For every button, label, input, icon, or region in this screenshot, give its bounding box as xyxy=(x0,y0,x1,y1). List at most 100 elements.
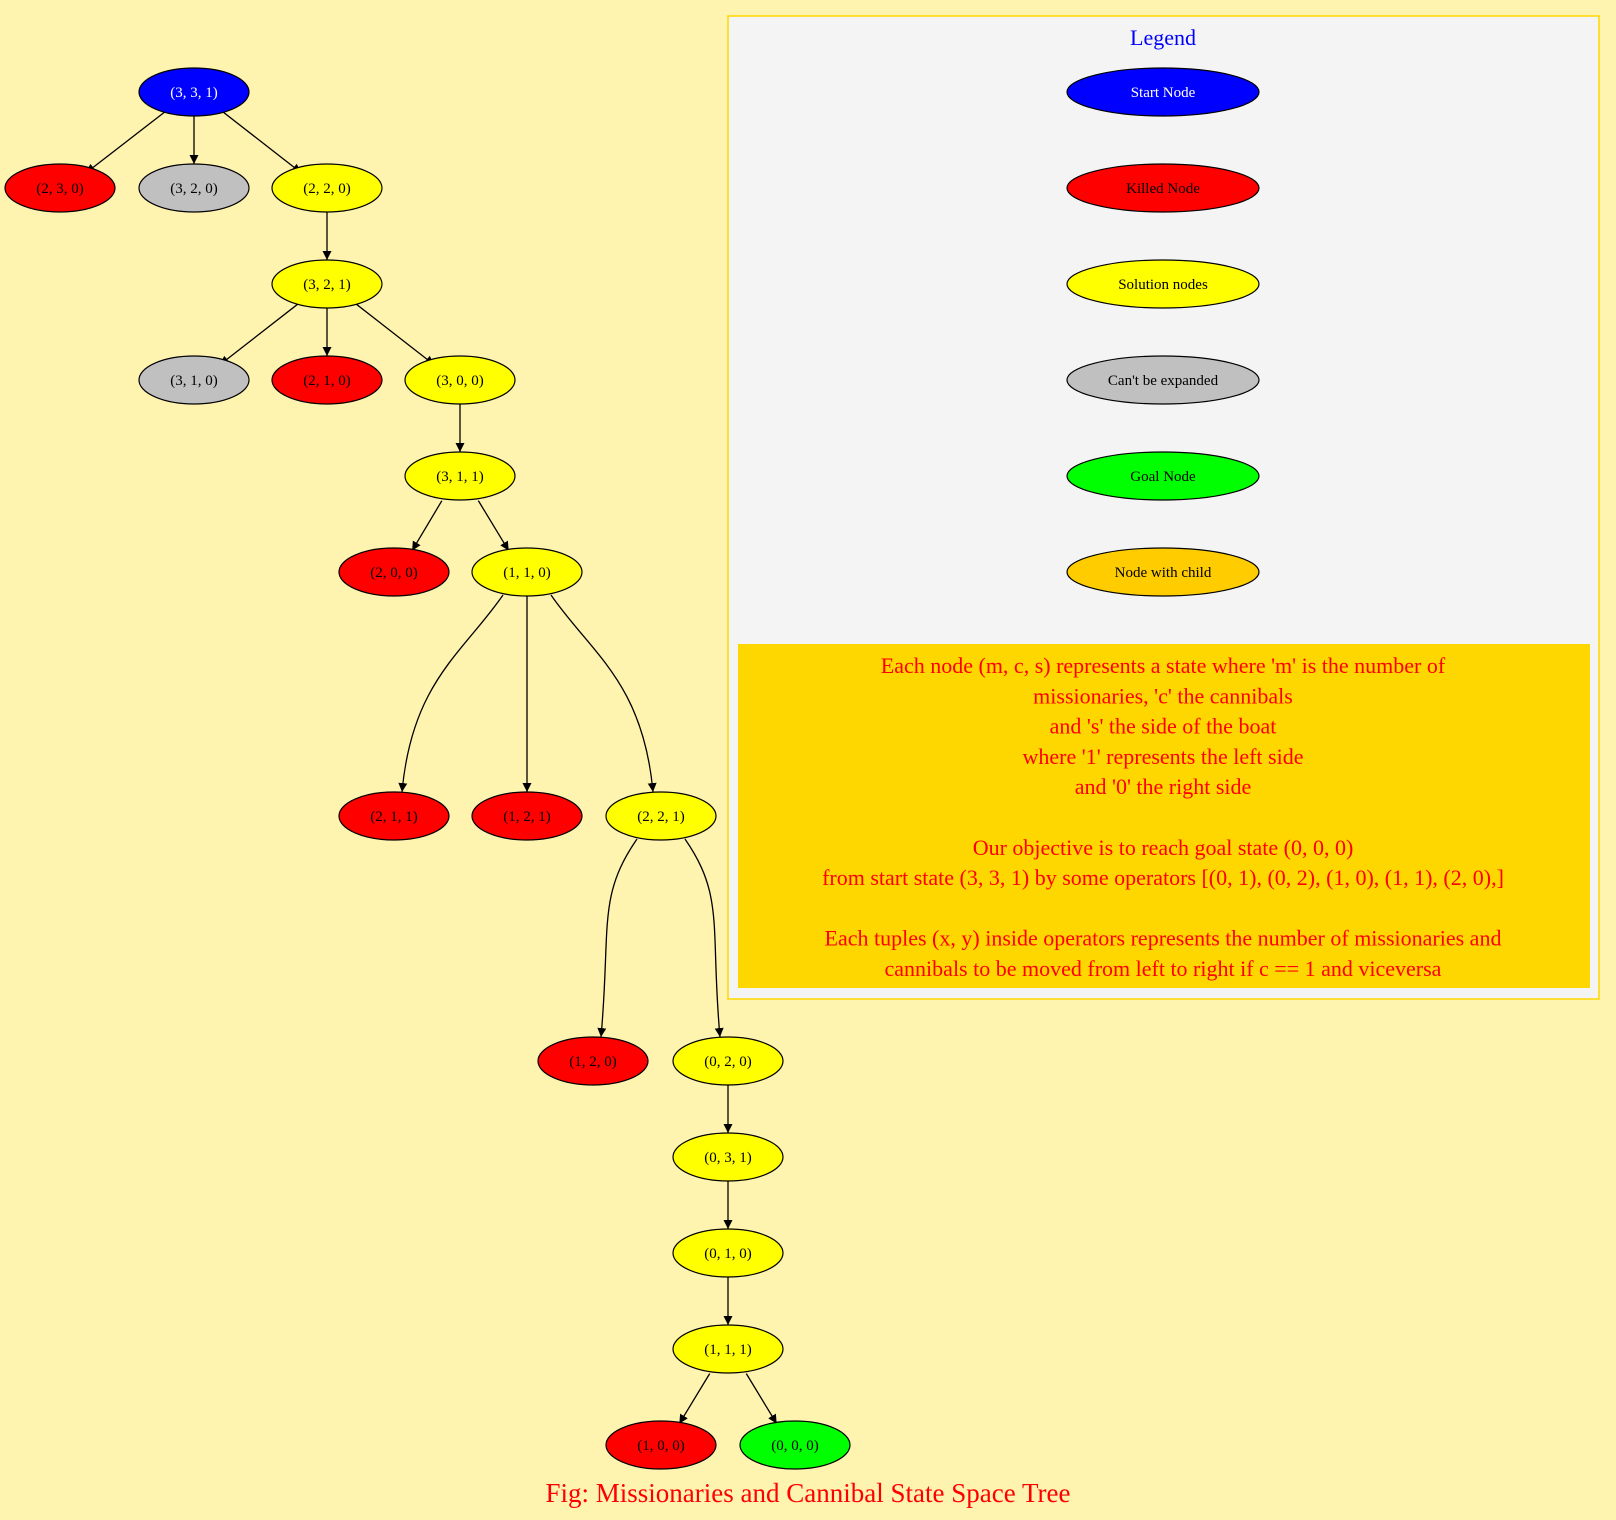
legend-note-line: where '1' represents the left side xyxy=(1023,744,1304,769)
tree-node-120: (1, 2, 0) xyxy=(537,1036,649,1086)
tree-node-300: (3, 0, 0) xyxy=(404,355,516,405)
tree-node-label: (2, 1, 1) xyxy=(370,809,418,825)
tree-node-311: (3, 1, 1) xyxy=(404,451,516,501)
legend-swatch xyxy=(1066,67,1260,117)
tree-node-ellipse xyxy=(605,1420,717,1470)
tree-node-ellipse xyxy=(338,547,450,597)
tree-node-label: (1, 2, 1) xyxy=(503,809,551,825)
tree-node-020: (0, 2, 0) xyxy=(672,1036,784,1086)
tree-node-200: (2, 0, 0) xyxy=(338,547,450,597)
legend-title: Legend xyxy=(1130,25,1196,50)
tree-node-label: (0, 2, 0) xyxy=(704,1054,752,1070)
tree-edge xyxy=(477,500,510,552)
tree-node-ellipse xyxy=(471,791,583,841)
tree-nodes: (3, 3, 1) (2, 3, 0) (3, 2, 0) (2, 2, 0) (3, … xyxy=(4,67,851,1470)
tree-node-ellipse xyxy=(739,1420,851,1470)
tree-node-ellipse xyxy=(338,791,450,841)
tree-node-ellipse xyxy=(672,1228,784,1278)
tree-edge xyxy=(352,301,435,366)
tree-node-ellipse xyxy=(404,451,516,501)
tree-node-ellipse xyxy=(271,163,383,213)
legend-swatch xyxy=(1066,259,1260,309)
tree-node-000: (0, 0, 0) xyxy=(739,1420,851,1470)
legend-item-label: Node with child xyxy=(1115,565,1212,581)
tree-node-ellipse xyxy=(672,1036,784,1086)
legend-note-line: Our objective is to reach goal state (0,… xyxy=(973,835,1354,860)
tree-node-230: (2, 3, 0) xyxy=(4,163,116,213)
legend-swatch xyxy=(1066,547,1260,597)
legend-item-label: Solution nodes xyxy=(1118,277,1208,293)
legend-note-line: and 's' the side of the boat xyxy=(1050,714,1277,739)
tree-node-ellipse xyxy=(138,163,250,213)
tree-node-ellipse xyxy=(605,791,717,841)
tree-node-031: (0, 3, 1) xyxy=(672,1132,784,1182)
tree-node-211: (2, 1, 1) xyxy=(338,791,450,841)
tree-node-110: (1, 1, 0) xyxy=(471,547,583,597)
tree-node-121: (1, 2, 1) xyxy=(471,791,583,841)
tree-node-label: (3, 1, 1) xyxy=(436,469,484,485)
tree-node-320: (3, 2, 0) xyxy=(138,163,250,213)
legend-item: Can't be expanded xyxy=(1066,355,1260,405)
figure-caption: Fig: Missionaries and Cannibal State Spa… xyxy=(546,1478,1071,1508)
tree-node-label: (2, 1, 0) xyxy=(303,373,351,389)
tree-edge xyxy=(398,594,504,793)
legend-note-box xyxy=(738,644,1590,988)
tree-node-label: (1, 1, 0) xyxy=(503,565,551,581)
tree-node-ellipse xyxy=(672,1324,784,1374)
tree-node-label: (0, 1, 0) xyxy=(704,1246,752,1262)
tree-node-label: (2, 2, 0) xyxy=(303,181,351,197)
tree-node-321: (3, 2, 1) xyxy=(271,259,383,309)
tree-node-label: (3, 2, 0) xyxy=(170,181,218,197)
legend-note-line: from start state (3, 3, 1) by some opera… xyxy=(822,865,1504,890)
tree-edges xyxy=(85,108,778,1425)
legend-item-label: Start Node xyxy=(1131,85,1196,101)
tree-node-220: (2, 2, 0) xyxy=(271,163,383,213)
legend-item: Killed Node xyxy=(1066,163,1260,213)
tree-node-label: (3, 1, 0) xyxy=(170,373,218,389)
legend-item-label: Can't be expanded xyxy=(1108,373,1219,389)
tree-edge xyxy=(85,108,169,174)
tree-node-ellipse xyxy=(4,163,116,213)
legend-swatch xyxy=(1066,163,1260,213)
tree-node-ellipse xyxy=(537,1036,649,1086)
legend-item: Start Node xyxy=(1066,67,1260,117)
tree-node-label: (3, 2, 1) xyxy=(303,277,351,293)
legend-note-line: and '0' the right side xyxy=(1075,774,1252,799)
tree-node-label: (1, 0, 0) xyxy=(637,1438,685,1454)
legend-item: Solution nodes xyxy=(1066,259,1260,309)
tree-node-100: (1, 0, 0) xyxy=(605,1420,717,1470)
legend-note: Each node (m, c, s) represents a state w… xyxy=(822,653,1504,981)
tree-node-210: (2, 1, 0) xyxy=(271,355,383,405)
legend-note-line: Each node (m, c, s) represents a state w… xyxy=(881,653,1446,678)
tree-edge xyxy=(219,109,302,174)
tree-edge xyxy=(597,838,638,1038)
tree-node-ellipse xyxy=(471,547,583,597)
tree-node-label: (0, 0, 0) xyxy=(771,1438,819,1454)
tree-edge xyxy=(684,838,724,1038)
tree-node-ellipse xyxy=(672,1132,784,1182)
tree-node-label: (3, 3, 1) xyxy=(170,85,218,101)
tree-node-010: (0, 1, 0) xyxy=(672,1228,784,1278)
tree-node-label: (1, 1, 1) xyxy=(704,1342,752,1358)
tree-node-ellipse xyxy=(271,355,383,405)
tree-node-111: (1, 1, 1) xyxy=(672,1324,784,1374)
tree-edge xyxy=(745,1373,778,1425)
tree-edge xyxy=(550,594,657,793)
tree-node-331: (3, 3, 1) xyxy=(138,67,250,117)
legend-item-label: Killed Node xyxy=(1126,181,1200,197)
legend-item: Node with child xyxy=(1066,547,1260,597)
tree-node-label: (2, 0, 0) xyxy=(370,565,418,581)
tree-edge xyxy=(219,301,302,366)
legend-swatch xyxy=(1066,355,1260,405)
legend-note-line: Each tuples (x, y) inside operators repr… xyxy=(825,926,1502,951)
tree-node-label: (3, 0, 0) xyxy=(436,373,484,389)
tree-node-label: (1, 2, 0) xyxy=(569,1054,617,1070)
legend-note-line: missionaries, 'c' the cannibals xyxy=(1033,683,1293,708)
tree-node-ellipse xyxy=(138,355,250,405)
legend-item-label: Goal Node xyxy=(1130,469,1196,485)
tree-node-ellipse xyxy=(404,355,516,405)
legend-item: Goal Node xyxy=(1066,451,1260,501)
